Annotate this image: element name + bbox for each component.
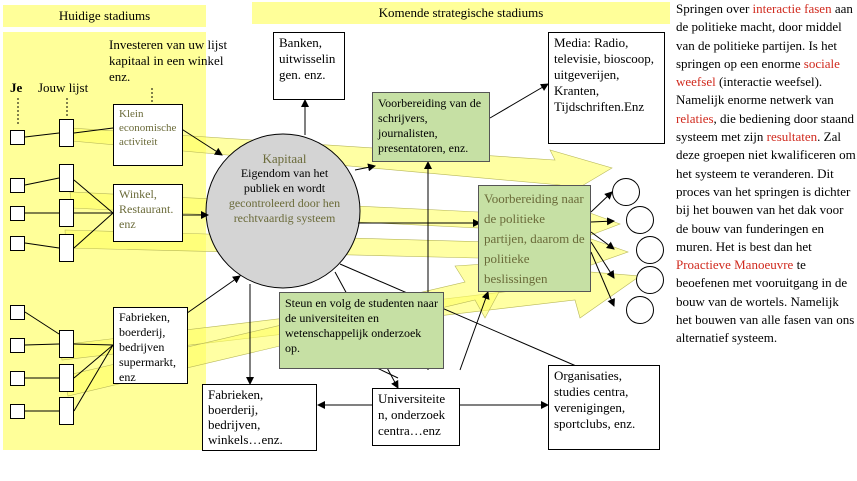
- side-explanation: Springen over interactie fasen aan de po…: [676, 1, 856, 346]
- box-fabrieken-bottom: Fabrieken, boerderij, bedrijven, winkels…: [202, 384, 317, 451]
- invest-note: Investeren van uw lijst kapitaal in een …: [109, 37, 228, 84]
- box-voorbereiding-politieke: Voorbereiding naar de politieke partijen…: [478, 185, 591, 292]
- group-circle-4: [636, 266, 664, 294]
- box-klein-economische: Klein economische activiteit: [113, 104, 183, 166]
- jouw-lijst-label: Jouw lijst: [38, 80, 89, 95]
- je-square-5: [10, 305, 25, 320]
- box-banken: Banken, uitwisselin gen. enz.: [273, 32, 345, 100]
- group-circle-2: [626, 206, 654, 234]
- list-box-2: [59, 164, 74, 192]
- group-circle-1: [612, 178, 640, 206]
- je-square-6: [10, 338, 25, 353]
- kapitaal-text: Kapitaal Eigendom van het publiek en wor…: [228, 151, 341, 225]
- group-circle-3: [636, 236, 664, 264]
- box-voorbereiding-schrijvers: Voorbereiding van de schrijvers, journal…: [372, 92, 490, 162]
- header-current-stages: Huidige stadiums: [3, 5, 206, 27]
- list-box-5: [59, 330, 74, 358]
- je-square-3: [10, 206, 25, 221]
- group-circle-5: [626, 296, 654, 324]
- box-steun-studenten: Steun en volg de studenten naar de unive…: [279, 292, 444, 369]
- je-square-2: [10, 178, 25, 193]
- box-media: Media: Radio, televisie, bioscoop, uitge…: [548, 32, 665, 144]
- je-label: Je: [10, 80, 23, 95]
- list-box-3: [59, 199, 74, 227]
- list-box-1: [59, 119, 74, 147]
- list-box-6: [59, 364, 74, 392]
- list-box-7: [59, 397, 74, 425]
- box-universiteiten: Universiteite n, onderzoek centra…enz: [372, 388, 460, 446]
- je-square-7: [10, 371, 25, 386]
- box-organisaties: Organisaties, studies centra, vereniging…: [548, 365, 660, 450]
- je-square-1: [10, 130, 25, 145]
- list-box-4: [59, 234, 74, 262]
- je-square-8: [10, 404, 25, 419]
- box-winkel-restaurant: Winkel, Restaurant. enz: [113, 184, 183, 242]
- je-square-4: [10, 236, 25, 251]
- box-fabrieken-left: Fabrieken, boerderij, bedrijven supermar…: [113, 307, 188, 384]
- header-future-stages: Komende strategische stadiums: [252, 2, 670, 24]
